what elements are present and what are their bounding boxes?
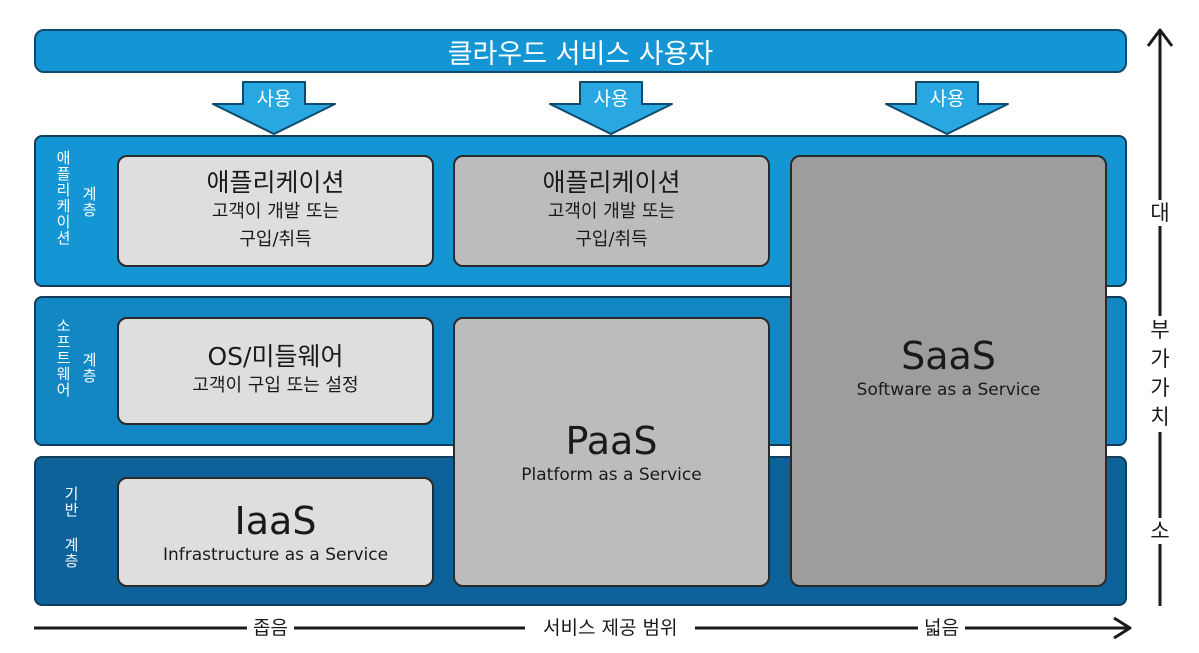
value-axis-label: 부 가 가 치: [1145, 316, 1175, 432]
use-label: 사용: [256, 88, 292, 110]
down-arrow-icon: [212, 81, 336, 135]
software-layer-label-suffix: 계층: [80, 352, 98, 384]
down-arrow-icon: [549, 81, 673, 135]
paas-subtitle: Platform as a Service: [521, 465, 702, 485]
box-subtitle: 고객이 개발 또는: [211, 201, 340, 222]
box-title: OS/미들웨어: [207, 342, 344, 371]
saas-box: SaaS Software as a Service: [790, 155, 1107, 587]
scope-wide: 넓음: [918, 616, 965, 640]
saas-subtitle: Software as a Service: [856, 380, 1041, 400]
box-title: 애플리케이션: [542, 168, 681, 197]
value-axis-low: 소: [1145, 518, 1175, 544]
paas-application-box: 애플리케이션 고객이 개발 또는 구입/취득: [453, 155, 770, 267]
paas-title: PaaS: [565, 419, 658, 463]
iaas-title: IaaS: [234, 499, 317, 543]
scope-narrow: 좁음: [247, 616, 294, 640]
box-subtitle: 고객이 개발 또는: [547, 201, 676, 222]
use-arrow-1: 사용: [211, 80, 337, 136]
use-label: 사용: [929, 88, 965, 110]
use-arrow-2: 사용: [548, 80, 674, 136]
box-subtitle: 구입/취득: [575, 229, 648, 250]
use-arrow-3: 사용: [884, 80, 1010, 136]
application-layer-label-main: 애플리케이션: [54, 150, 72, 246]
box-subtitle: 고객이 구입 또는 설정: [192, 375, 359, 396]
down-arrow-icon: [885, 81, 1009, 135]
box-subtitle: 구입/취득: [239, 229, 312, 250]
application-layer-label-suffix: 계층: [80, 186, 98, 218]
value-axis-high: 대: [1145, 200, 1175, 226]
use-label: 사용: [593, 88, 629, 110]
paas-box: PaaS Platform as a Service: [453, 317, 770, 587]
iaas-box: IaaS Infrastructure as a Service: [117, 477, 434, 587]
scope-label: 서비스 제공 범위: [525, 616, 696, 640]
iaas-os-middleware-box: OS/미들웨어 고객이 구입 또는 설정: [117, 317, 434, 425]
box-title: 애플리케이션: [206, 168, 345, 197]
software-layer-label-main: 소프트웨어: [54, 318, 72, 398]
base-layer-label: 기반 계층: [62, 486, 80, 569]
saas-title: SaaS: [901, 334, 996, 378]
iaas-subtitle: Infrastructure as a Service: [162, 545, 389, 565]
banner-title: 클라우드 서비스 사용자: [447, 38, 714, 70]
iaas-application-box: 애플리케이션 고객이 개발 또는 구입/취득: [117, 155, 434, 267]
cloud-user-banner: 클라우드 서비스 사용자: [34, 29, 1127, 73]
